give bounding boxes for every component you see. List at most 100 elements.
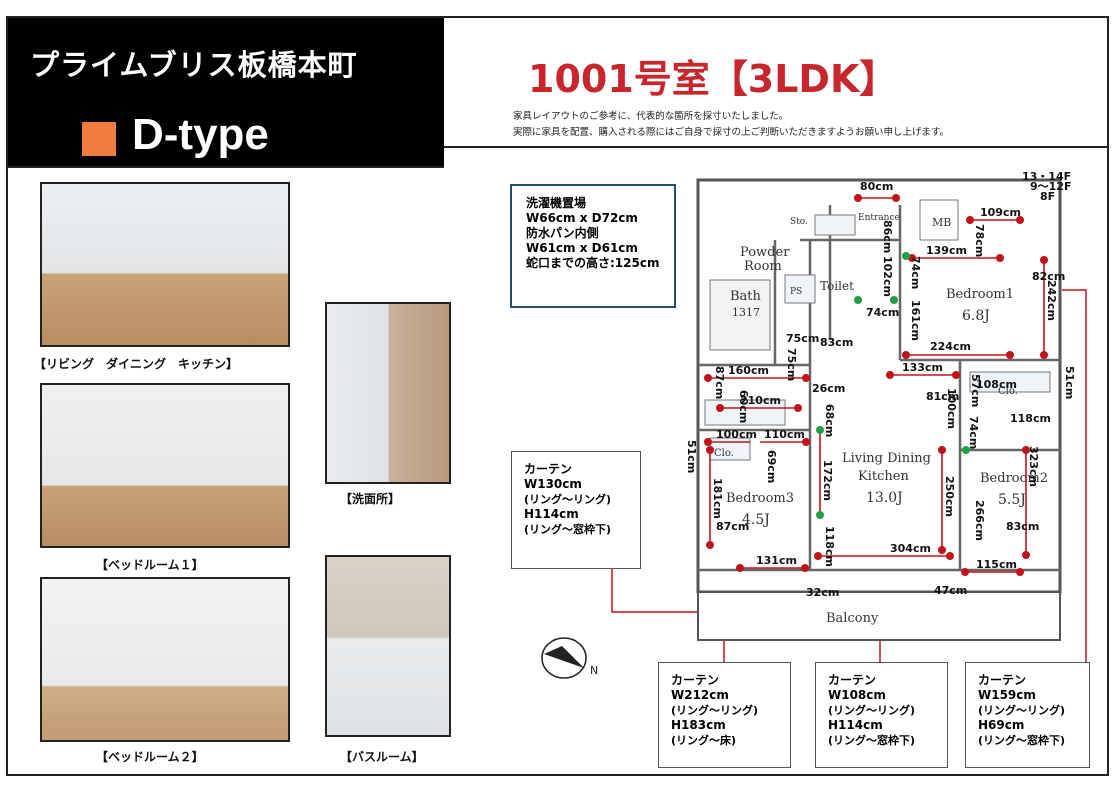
room-label-bath: Bath: [730, 289, 762, 304]
dim-label: 51cm: [1063, 366, 1076, 399]
room-label-bedroom3-size: 4.5J: [742, 512, 770, 528]
dim-label: 266cm: [973, 500, 986, 541]
curtain-height-note: (リング～窓枠下): [828, 734, 916, 747]
room-label-bedroom3: Bedroom3: [726, 491, 794, 506]
room-title: 1001号室【3LDK】: [528, 57, 898, 101]
curtain-height: H183cm: [671, 718, 726, 732]
dim-label: 82cm: [1032, 270, 1065, 283]
curtain-width: W159cm: [978, 688, 1036, 702]
dim-label: 80cm: [860, 180, 893, 193]
curtain-height-note: (リング～床): [671, 734, 737, 747]
dim-label: 161cm: [909, 300, 922, 341]
curtain-height: H69cm: [978, 718, 1025, 732]
curtain-label: カーテン: [524, 462, 573, 476]
dim-label: 87cm: [716, 520, 749, 533]
washer-pan-size: W61cm x D61cm: [526, 241, 638, 255]
type-marker: [82, 122, 116, 156]
curtain-label: カーテン: [978, 673, 1027, 687]
curtain-height: H114cm: [524, 507, 579, 521]
photo-living: [40, 182, 290, 347]
compass: N: [541, 637, 598, 679]
curtain-width: W130cm: [524, 477, 582, 491]
dim-label: 68cm: [823, 404, 836, 437]
dim-label: 304cm: [890, 542, 931, 555]
dim-label: 160cm: [728, 364, 769, 377]
photo-bedroom2: [40, 577, 290, 742]
dim-label: 210cm: [740, 394, 781, 407]
building-name: プライムブリス板橋本町: [30, 48, 358, 82]
dim-label: 83cm: [1006, 520, 1039, 533]
photo-washroom: [325, 302, 451, 484]
floor-plan: Powder Room Bath 1317 Toilet Entrance MB…: [685, 170, 1076, 641]
dim-label: 224cm: [930, 340, 971, 353]
dim-label: 108cm: [976, 378, 1017, 391]
curtain-width: W212cm: [671, 688, 729, 702]
curtain-width-note: (リング～リング): [978, 704, 1066, 717]
room-label-powder-2: Room: [744, 259, 782, 274]
dim-label: 32cm: [806, 586, 839, 599]
dim-label: 74cm: [866, 306, 899, 319]
dim-label: 242cm: [1045, 280, 1058, 321]
caption-bedroom1: 【ベッドルーム１】: [96, 558, 204, 572]
curtain-label: カーテン: [671, 673, 720, 687]
curtain-box-bedroom1: カーテン W159cm (リング～リング) H69cm (リング～窓枠下): [965, 662, 1090, 768]
room-label-ps: PS: [790, 287, 802, 297]
header-banner: プライムブリス板橋本町 D-type: [8, 18, 444, 166]
room-label-bedroom2-size: 5.5J: [998, 492, 1026, 508]
washer-title: 洗濯機置場: [526, 196, 587, 210]
curtain-width-note: (リング～リング): [524, 493, 612, 506]
room-label-ldk: Living Dining: [842, 451, 931, 466]
note-line-2: 実際に家具を配置、購入される際にはご自身で採寸の上ご判断いただきますようお願い申…: [513, 127, 950, 138]
room-label-ldk-size: 13.0J: [866, 490, 903, 506]
room-label-balcony: Balcony: [826, 611, 879, 626]
dim-label: 86cm: [881, 220, 894, 253]
curtain-box-bedroom3: カーテン W130cm (リング～リング) H114cm (リング～窓枠下): [511, 451, 641, 569]
dim-label: 133cm: [902, 361, 943, 374]
header-divider: [444, 146, 1107, 148]
compass-label: N: [590, 664, 598, 677]
room-label-mb: MB: [932, 216, 951, 229]
dim-label: 323cm: [1027, 446, 1040, 487]
dim-label: 115cm: [976, 558, 1017, 571]
dim-label: 26cm: [812, 382, 845, 395]
dim-label: 110cm: [764, 428, 805, 441]
room-label-toilet: Toilet: [820, 279, 854, 293]
dim-label: 74cm: [909, 256, 922, 289]
dim-label: 75cm: [785, 348, 798, 381]
room-label-powder: Powder: [740, 245, 790, 260]
curtain-width-note: (リング～リング): [671, 704, 759, 717]
dim-label: 69cm: [765, 450, 778, 483]
dim-label: 78cm: [973, 224, 986, 257]
dim-label: 250cm: [943, 476, 956, 517]
dim-label: 74cm: [967, 416, 980, 449]
curtain-height-note: (リング～窓枠下): [978, 734, 1066, 747]
curtain-width-note: (リング～リング): [828, 704, 916, 717]
room-label-bedroom1: Bedroom1: [946, 287, 1014, 302]
room-label-closet: Clo.: [998, 386, 1018, 397]
dim-label: 139cm: [926, 244, 967, 257]
dim-label: 109cm: [980, 206, 1021, 219]
dim-label: 57cm: [969, 374, 982, 407]
dim-label: 60cm: [737, 390, 750, 423]
dim-label: 118cm: [823, 526, 836, 567]
dim-label: 83cm: [820, 336, 853, 349]
dim-label: 87cm: [713, 366, 726, 399]
room-label-bedroom2: Bedroom2: [980, 471, 1048, 486]
room-label-bedroom1-size: 6.8J: [962, 308, 990, 324]
caption-living: 【リビング ダイニング キッチン】: [34, 357, 239, 371]
room-label-bath-size: 1317: [732, 306, 760, 319]
dim-label: 131cm: [756, 554, 797, 567]
caption-bathroom: 【バスルーム】: [340, 750, 424, 764]
header-divider-left: [8, 166, 444, 168]
dim-label: 102cm: [881, 256, 894, 297]
page-frame: [6, 16, 1109, 776]
dim-label: 100cm: [716, 428, 757, 441]
curtain-box-ldk: カーテン W212cm (リング～リング) H183cm (リング～床): [658, 662, 791, 768]
dim-label: 100cm: [945, 388, 958, 429]
dim-label: 47cm: [934, 584, 967, 597]
curtain-height: H114cm: [828, 718, 883, 732]
floor-note: 13・14F: [1022, 170, 1071, 183]
dim-label: 118cm: [1010, 412, 1051, 425]
north-arrow-icon: [544, 646, 584, 668]
curtain-height-note: (リング～窓枠下): [524, 523, 612, 536]
